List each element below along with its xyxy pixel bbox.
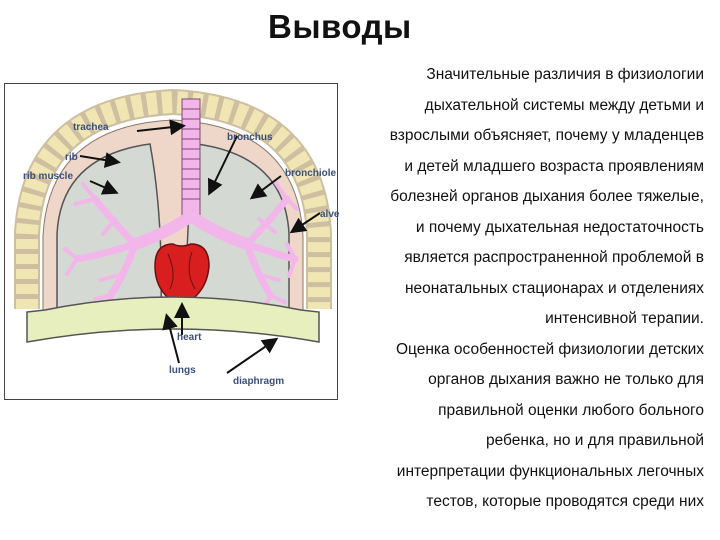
- paragraph-2-line: интерпретации функциональных легочных: [396, 462, 704, 480]
- label-rib: rib: [65, 152, 78, 163]
- label-lungs: lungs: [169, 365, 196, 376]
- respiratory-system-diagram: trachea bronchus rib rib muscle bronchio…: [4, 83, 339, 400]
- paragraph-1-line: неонатальных стационарах и отделениях: [405, 279, 704, 297]
- bronchial-tree: [63, 180, 299, 311]
- label-rib-muscle: rib muscle: [23, 171, 73, 182]
- slide-title: Выводы: [268, 8, 412, 45]
- paragraph-1-line: интенсивной терапии.: [545, 310, 704, 327]
- paragraph-2-line: органов дыхания важно не только для: [428, 371, 704, 388]
- heart: [154, 243, 210, 307]
- paragraph-2-line: правильной оценки любого больного: [438, 401, 704, 419]
- label-heart: heart: [177, 332, 202, 343]
- paragraph-2-line: ребенка, но и для правильной: [485, 432, 704, 449]
- label-bronchus: bronchus: [227, 132, 273, 143]
- paragraph-2-line: Оценка особенностей физиологии детских: [395, 340, 704, 358]
- label-trachea: trachea: [73, 122, 109, 133]
- label-bronchiole: bronchiole: [285, 168, 337, 179]
- paragraph-1-line: Значительные различия в физиологии: [426, 66, 704, 83]
- paragraph-1-line: болезней органов дыхания более тяжелые,: [390, 188, 704, 205]
- paragraph-2-line: тестов, которые проводятся среди них: [426, 493, 704, 510]
- label-diaphragm: diaphragm: [233, 376, 284, 387]
- respiratory-diagram-svg: trachea bronchus rib rib muscle bronchio…: [14, 88, 339, 387]
- paragraph-1-line: является распространенной проблемой в: [404, 249, 704, 266]
- paragraph-1-line: взрослыми объясняет, почему у младенцев: [389, 127, 704, 144]
- paragraph-1-line: дыхательной системы между детьми и: [424, 96, 704, 114]
- conclusions-text: Значительные различия в физиологии дыхат…: [324, 60, 704, 518]
- label-alveoli: alveoli: [320, 209, 339, 220]
- paragraph-1-line: и почему дыхательная недостаточность: [415, 218, 704, 236]
- paragraph-1-line: и детей младшего возраста проявлениям: [404, 157, 704, 175]
